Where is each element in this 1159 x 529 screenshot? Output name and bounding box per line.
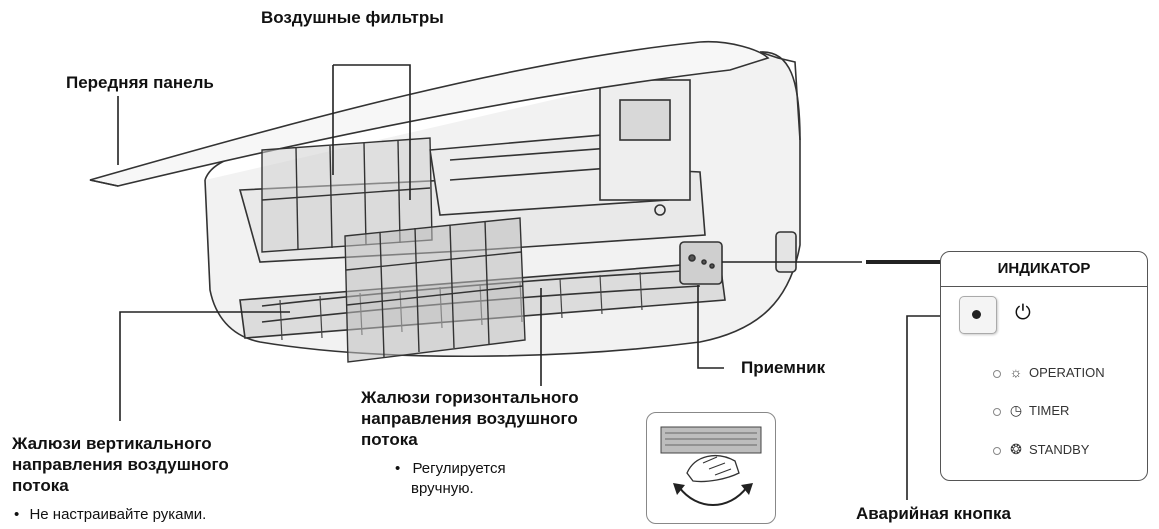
led-standby [993,446,1001,455]
horizontal-louvers-note: • Регулируется вручную. [395,459,506,499]
button-dot [972,310,981,319]
vertical-louvers-note-text: Не настраивайте руками. [29,506,207,523]
leader-filters [333,64,411,200]
front-panel-shape [89,40,770,187]
indicator-row-standby: ❂ STANDBY [993,439,1089,459]
indicator-title: ИНДИКАТОР [941,252,1147,287]
vertical-louvers-line2: направления воздушного [12,455,229,474]
sun-icon: ☼ [1009,364,1023,380]
standby-icon: ❂ [1010,441,1022,457]
emergency-button-label: Аварийная кнопка [856,504,1012,523]
led-operation [993,369,1001,378]
hand-adjust-icon [660,426,762,506]
horizontal-louvers-line1: Жалюзи горизонтального [361,388,579,407]
air-filter-front [344,217,526,363]
leader-lines [117,64,975,500]
indicator-row-timer: ◷ TIMER [993,400,1069,420]
leader-vertical-louvers [119,311,290,421]
indicator-row-operation: ☼ OPERATION [993,362,1105,382]
indicator-label-timer: TIMER [1029,403,1070,418]
horizontal-louvers-note-line2: вручную. [411,480,474,497]
clock-icon: ◷ [1009,402,1023,418]
emergency-button[interactable] [959,296,997,334]
air-filter-back [261,137,433,253]
vertical-louvers-note: • Не настраивайте руками. [14,505,206,525]
front-panel-label: Передняя панель [66,73,214,92]
leader-receiver [697,285,724,369]
horizontal-louvers-line3: потока [361,430,418,449]
horizontal-louvers-note-line1: Регулируется [412,460,506,477]
led-timer [993,407,1001,416]
indicator-label-standby: STANDBY [1029,442,1090,457]
receiver-label: Приемник [741,358,826,377]
vertical-louvers-line3: потока [12,476,69,495]
filters-label: Воздушные фильтры [261,8,444,27]
horizontal-louvers-line2: направления воздушного [361,409,578,428]
manual-adjust-inset [646,412,776,524]
power-icon: ⏻ [1015,302,1031,324]
horizontal-louvers-label: Жалюзи горизонтального направления возду… [361,387,579,450]
vertical-louvers-line1: Жалюзи вертикального [12,434,212,453]
vertical-louvers-label: Жалюзи вертикального направления воздушн… [12,433,229,496]
indicator-panel: ИНДИКАТОР ⏻ ☼ OPERATION ◷ TIMER ❂ STANDBY [940,251,1148,481]
indicator-label-operation: OPERATION [1029,365,1105,380]
bullet: • [395,460,401,477]
bullet: • [14,506,20,523]
